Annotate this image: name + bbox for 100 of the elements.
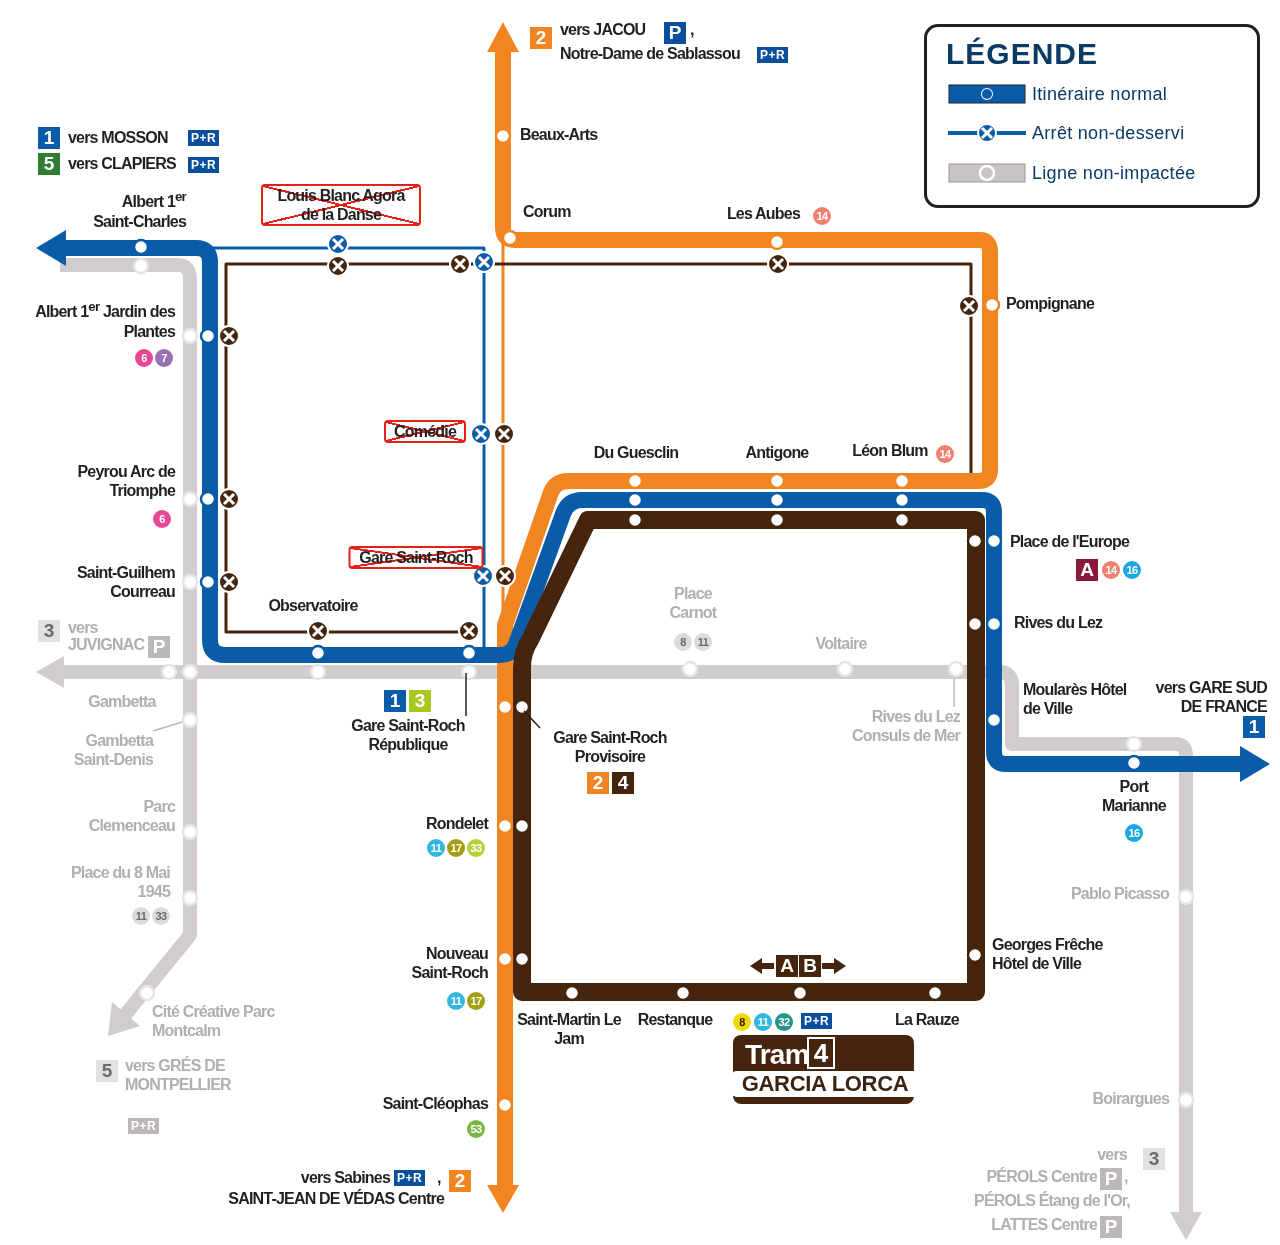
station-name: La Rauze: [895, 1010, 959, 1030]
park-ride-badge: P+R: [128, 1118, 160, 1135]
parking-badge: P: [148, 636, 170, 658]
bus-line-badge: 6: [153, 510, 171, 528]
station-name: Place de l'Europe: [1010, 532, 1130, 552]
station-name: Boirargues: [1092, 1089, 1169, 1109]
line-number-badge: 2: [530, 27, 552, 49]
station-name: Place du 8 Mai 1945: [70, 863, 170, 902]
bus-line-badge: 11: [427, 839, 445, 857]
station-name: Du Guesclin: [593, 443, 679, 463]
station-name: JUVIGNAC: [68, 635, 145, 655]
bus-line-badge: 33: [152, 907, 170, 925]
park-ride-badge: P+R: [757, 47, 789, 64]
legend-title: LÉGENDE: [946, 36, 1099, 72]
station-name: Saint-Guilhem Courreau: [75, 563, 175, 602]
leader-line: [465, 672, 467, 717]
station-name: Observatoire: [268, 596, 358, 616]
station-name: Beaux-Arts: [520, 125, 598, 145]
parking-badge: P: [1100, 1168, 1122, 1190]
station-name: Antigone: [745, 443, 809, 463]
station-name: ,: [690, 20, 694, 40]
station-name: Moularès Hôtel de Ville: [1023, 680, 1128, 719]
station-name: Voltaire: [815, 634, 867, 654]
line-number-badge: 5: [38, 153, 60, 175]
station-name: vers: [68, 618, 98, 638]
bus-line-badge: 11: [694, 633, 712, 651]
station-name: ,: [437, 1168, 441, 1188]
line-number-badge: 3: [1143, 1148, 1165, 1170]
station-name: Port Marianne: [1101, 777, 1167, 816]
bus-line-badge: 11: [132, 907, 150, 925]
direction-badge: A: [776, 955, 798, 977]
parking-badge: P: [1100, 1216, 1122, 1238]
station-name: vers MOSSON: [68, 128, 168, 148]
legend-text: Itinéraire normal: [1032, 84, 1168, 106]
station-name: Nouveau Saint-Roch: [410, 944, 488, 983]
station-name: Place Carnot: [668, 584, 718, 623]
bus-line-badge: 8: [674, 633, 692, 651]
line-number-badge: 1: [1243, 716, 1265, 738]
station-name: Corum: [523, 202, 571, 222]
station-name: vers JACOU: [560, 20, 646, 40]
line-number-badge: 3: [409, 690, 431, 712]
bus-line-badge: 17: [447, 839, 465, 857]
station-name: SAINT-JEAN DE VÉDAS Centre: [228, 1189, 444, 1209]
bus-line-badge: 32: [775, 1013, 793, 1031]
line-number-badge: 1: [384, 690, 406, 712]
station-name: Saint-Martin Le Jam: [516, 1010, 622, 1049]
station-name: Restanque: [637, 1010, 713, 1030]
station-name: Saint-Cléophas: [382, 1094, 488, 1114]
legend-text: Ligne non-impactée: [1032, 163, 1196, 185]
bus-line-badge: 14: [936, 445, 954, 463]
line-number-badge: 3: [38, 620, 60, 642]
bus-line-badge: 6: [135, 349, 153, 367]
station-name: vers GRÉS DE MONTPELLIER: [125, 1056, 232, 1095]
bus-line-badge: 11: [447, 992, 465, 1010]
bus-line-badge: 14: [813, 207, 831, 225]
station-name: Parc Clemenceau: [87, 797, 175, 836]
station-name: vers GARE SUD DE FRANCE: [1154, 678, 1267, 717]
station-name: vers: [1097, 1145, 1127, 1165]
station-name: Rives du Lez Consuls de Mer: [851, 707, 960, 746]
line-number-badge: 4: [612, 772, 634, 794]
bus-line-badge: 33: [467, 839, 485, 857]
park-ride-badge: P+R: [394, 1170, 426, 1187]
station-name: PÉROLS Étang de l'Or,: [974, 1191, 1130, 1211]
legend-text: Arrêt non-desservi: [1032, 123, 1185, 145]
station-name: Léon Blum: [852, 441, 928, 461]
station-name: ,: [1124, 1167, 1128, 1187]
parking-badge: P: [664, 22, 686, 44]
station-name: Georges Frêche Hôtel de Ville: [992, 935, 1104, 974]
bus-line-badge: 17: [467, 992, 485, 1010]
tram-line-title: Tram: [745, 1038, 809, 1072]
park-ride-badge: P+R: [188, 157, 220, 174]
station-name: Rives du Lez: [1014, 613, 1103, 633]
park-ride-badge: P+R: [188, 130, 220, 147]
station-name: Gambetta Saint-Denis: [72, 731, 153, 770]
bus-line-badge: 16: [1123, 561, 1141, 579]
station-name: Peyrou Arc de Triomphe: [76, 462, 175, 501]
bus-line-badge: 14: [1102, 561, 1120, 579]
bus-line-badge: 11: [754, 1013, 772, 1031]
park-ride-badge: P+R: [801, 1013, 833, 1030]
leader-line: [953, 678, 955, 708]
direction-badge: B: [799, 955, 821, 977]
station-name: Rondelet: [425, 814, 488, 834]
station-name: PÉROLS Centre: [986, 1167, 1097, 1187]
station-name: Gare Saint-Roch Provisoire: [552, 728, 668, 767]
station-name: LATTES Centre: [991, 1215, 1097, 1235]
line-number-badge: 2: [587, 772, 609, 794]
leader-line: [152, 721, 183, 732]
bus-line-badge: 16: [1125, 824, 1143, 842]
station-name: Gambetta: [88, 692, 156, 712]
line-number-badge: 5: [96, 1060, 118, 1082]
leader-line: [523, 710, 541, 729]
line-number-badge: 4: [807, 1037, 835, 1069]
bus-line-badge: 8: [733, 1013, 751, 1031]
station-name: Les Aubes: [726, 204, 800, 224]
station-name: Pablo Picasso: [1070, 884, 1169, 904]
station-name: vers CLAPIERS: [68, 154, 176, 174]
station-name: Cité Créative Parc Montcalm: [152, 1002, 276, 1041]
bus-line-badge: 53: [467, 1120, 485, 1138]
station-name: Gare Saint-Roch République: [350, 716, 466, 755]
line-number-badge: 2: [449, 1170, 471, 1192]
